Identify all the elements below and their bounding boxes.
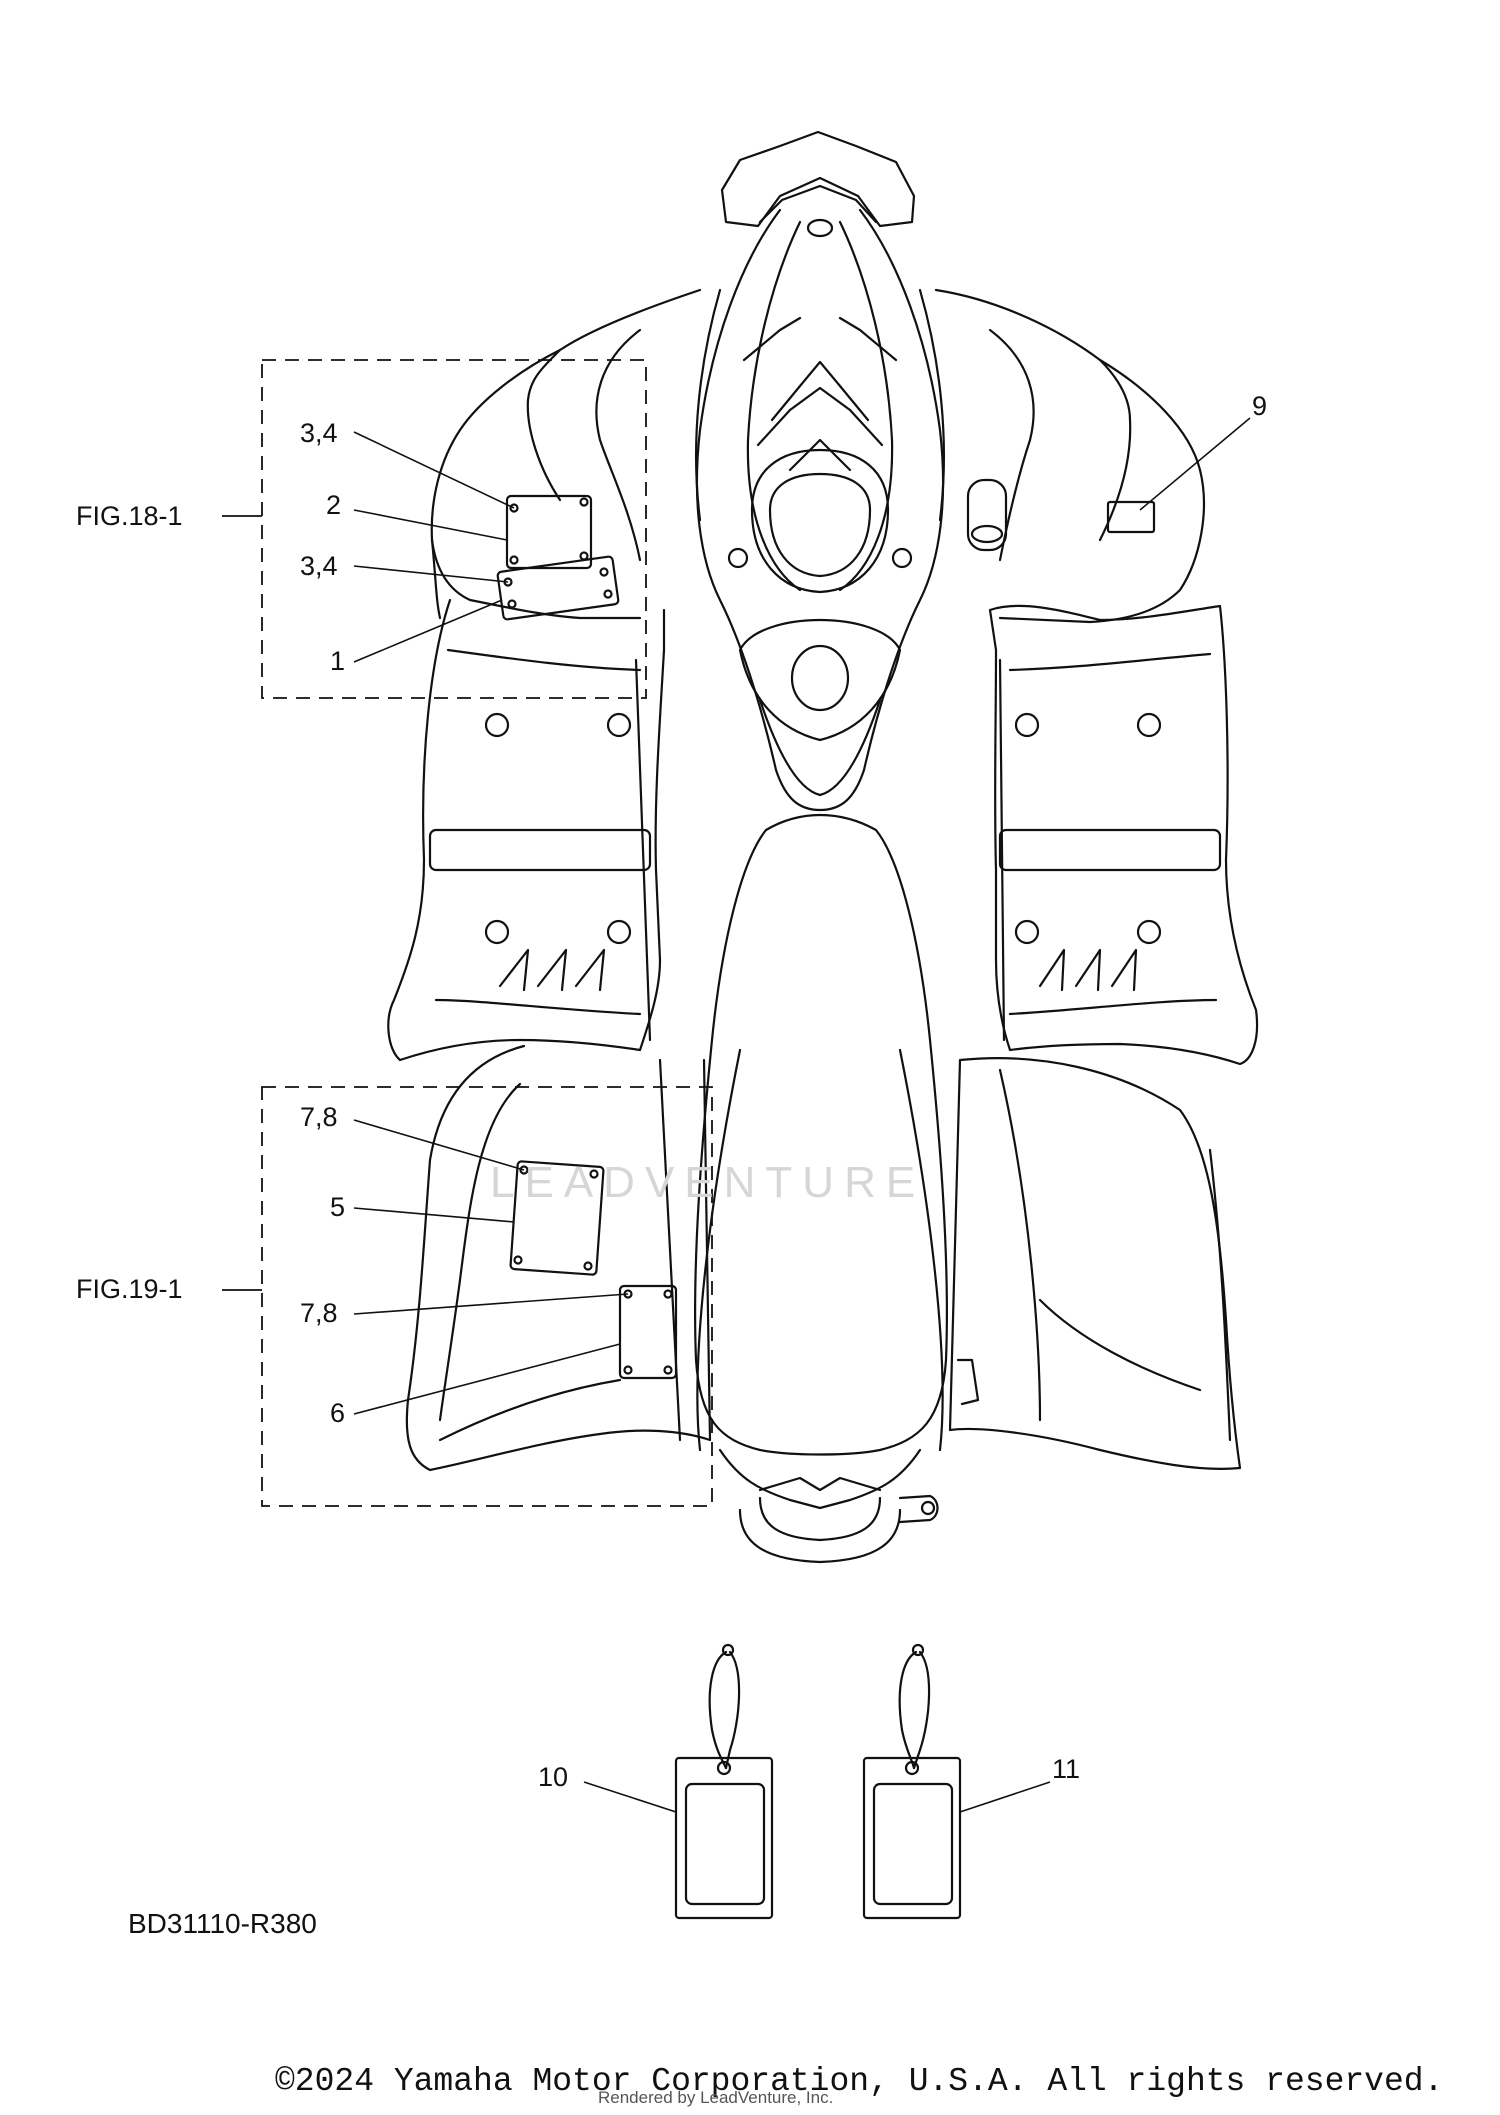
- decal-plate-5: [509, 1160, 605, 1276]
- right-footwell-panel: [988, 604, 1259, 1066]
- callout-9: 9: [1252, 391, 1268, 421]
- decal-9: [1106, 500, 1156, 534]
- callout-3-4-upper: 3,4: [300, 418, 338, 448]
- left-footwell-panel: [387, 598, 666, 1062]
- right-front-fender: [934, 288, 1206, 624]
- rear-grab-handle: [718, 1448, 939, 1564]
- callout-2: 2: [326, 490, 342, 520]
- leader-10: [583, 1781, 677, 1813]
- decal-plate-6: [618, 1284, 678, 1380]
- leader-2: [353, 509, 508, 541]
- front-nose-body: [694, 208, 946, 812]
- callout-5: 5: [330, 1192, 346, 1222]
- callout-7-8-upper: 7,8: [300, 1102, 338, 1132]
- decal-plate-2: [505, 494, 593, 570]
- front-bumper: [720, 130, 916, 228]
- callout-3-4-lower: 3,4: [300, 551, 338, 581]
- watermark: LEADVENTURE: [490, 1158, 926, 1207]
- leader-7-8-lower: [353, 1293, 629, 1315]
- decal-plate-1: [496, 555, 620, 621]
- fig-19-1-boundary: [261, 1086, 713, 1507]
- fig-18-1-ref: FIG.18-1: [76, 501, 183, 531]
- left-rear-fender: [405, 1044, 712, 1472]
- diagram-code: BD31110-R380: [128, 1908, 317, 1939]
- leader-9: [1139, 417, 1251, 511]
- leader-1: [353, 599, 503, 663]
- leader-5: [353, 1207, 515, 1223]
- fig-19-1-ref: FIG.19-1: [76, 1274, 183, 1304]
- callout-11: 11: [1052, 1754, 1081, 1784]
- leader-3-4-upper: [353, 431, 515, 509]
- leader-6: [353, 1343, 621, 1415]
- seat: [694, 814, 948, 1456]
- rendered-by-credit: Rendered by LeadVenture, Inc.: [598, 2088, 834, 2107]
- callout-10: 10: [538, 1762, 569, 1792]
- hang-tag-11: [862, 1643, 962, 1920]
- leader-7-8-upper: [353, 1119, 525, 1171]
- fig-18-1-boundary: [261, 359, 647, 699]
- callout-1: 1: [330, 646, 346, 676]
- callout-6: 6: [330, 1398, 346, 1428]
- right-rear-fender: [948, 1057, 1242, 1470]
- leader-3-4-lower: [353, 565, 509, 583]
- hang-tag-10: [674, 1643, 774, 1920]
- copyright-notice: ©2024 Yamaha Motor Corporation, U.S.A. A…: [275, 2063, 1444, 2100]
- callout-7-8-lower: 7,8: [300, 1298, 338, 1328]
- leader-11: [959, 1781, 1051, 1813]
